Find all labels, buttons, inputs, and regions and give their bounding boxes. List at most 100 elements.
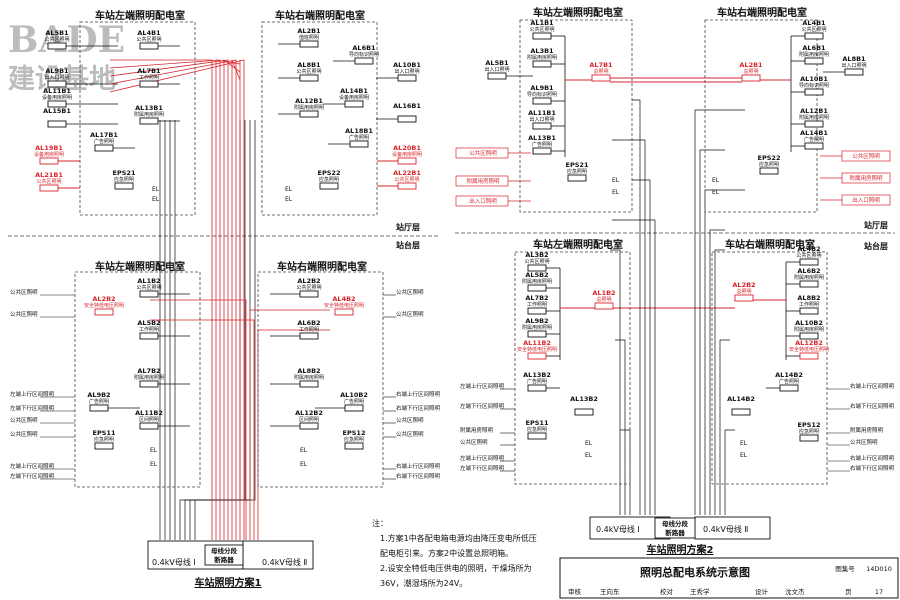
riser [615, 339, 626, 515]
panel-id: AL8B2 [797, 294, 820, 302]
panel-box [591, 74, 611, 82]
panel-id: AL10B2 [795, 319, 823, 327]
note-line: 配电柜引来。方案2中设置总照明箱。 [380, 548, 513, 558]
panel-box [139, 422, 159, 430]
text-layer: 车站左端照明配电室车站右端照明配电室车站左端照明配电室车站右端照明配电室站厅层站… [10, 6, 895, 596]
panel-function: 广告照明 [804, 136, 824, 143]
title-row-field: 王秀学 [690, 587, 710, 596]
panel-function: 公共区照明 [44, 36, 69, 43]
panel-box [804, 142, 824, 150]
side-load-label: 出入口照明 [469, 197, 497, 205]
side-load-label: 左端下行区间照明 [460, 464, 505, 472]
panel-box [527, 384, 547, 392]
side-load-label: 右端下行区间照明 [850, 464, 895, 472]
side-load-label: 公共区照明 [10, 288, 38, 296]
panel-function: 应急照明 [94, 436, 114, 443]
room-left-platform [74, 271, 201, 488]
title-row-field: 沈文杰 [785, 587, 805, 596]
panel-box [299, 74, 319, 82]
panel-id: AL9B1 [45, 67, 69, 75]
panel-function: 公共区照明 [136, 36, 161, 43]
panel-box [94, 308, 114, 316]
room-left-hall [79, 21, 196, 216]
riser [612, 219, 656, 515]
side-load-label: 左端上行区间照明 [460, 454, 505, 462]
side-load-label: 右端下行区间照明 [396, 472, 441, 480]
el-label: EL [285, 196, 293, 203]
room-right-platform [257, 271, 384, 488]
side-load-label: 左端上行区间照明 [10, 462, 55, 470]
panel-box [574, 408, 594, 416]
panel-box [527, 330, 547, 338]
panel-box [532, 32, 552, 40]
panel-box [532, 60, 552, 68]
panel-function: 工作照明 [139, 74, 159, 81]
panel-id: EPS22 [318, 169, 341, 177]
panel-id: AL1B2 [137, 277, 160, 285]
panel-id: AL12B2 [295, 409, 323, 417]
panel-id: AL14B1 [340, 87, 368, 95]
red-load-box [455, 175, 509, 187]
panel-function: 出入口照明 [44, 74, 69, 81]
panel-id: AL9B1 [530, 84, 554, 92]
panel-box [299, 110, 319, 118]
notes-heading: 注： [372, 518, 388, 528]
panel-box [344, 100, 364, 108]
side-load-label: 公共区照明 [396, 288, 424, 296]
bus2-label: 0.4kV母线 Ⅱ [262, 557, 307, 567]
room-title-left-hall-2: 车站左端照明配电室 [533, 6, 623, 19]
side-load-label: 右端上行区间照明 [850, 454, 895, 462]
panel-function: 附属用房照明 [134, 111, 164, 118]
panel-box [139, 80, 159, 88]
side-load-label: 公共区照明 [396, 416, 424, 424]
panel-id: AL1B1 [530, 19, 554, 27]
panel-function: 广告照明 [779, 378, 799, 385]
panel-box [527, 432, 547, 440]
side-load-label: 右端上行区间照明 [396, 390, 441, 398]
riser [612, 139, 646, 515]
panel-box [299, 40, 319, 48]
panel-function: 附属用房照明 [294, 104, 324, 111]
panel-id: AL2B2 [732, 281, 755, 289]
panel-box [594, 302, 614, 310]
panel-id: AL8B2 [297, 367, 320, 375]
side-load-label: 左端下行区间照明 [460, 402, 505, 410]
panel-id: AL9B2 [87, 391, 110, 399]
bus-coupler [204, 544, 244, 566]
panel-box [527, 352, 547, 360]
panel-box [527, 307, 547, 315]
panel-box [354, 57, 374, 65]
side-load-label: 右端上行区间照明 [396, 462, 441, 470]
drawing-title: 照明总配电系统示意图 [640, 565, 750, 579]
side-load-label: 左端下行区间照明 [10, 404, 55, 412]
el-label: EL [712, 177, 720, 184]
scheme1-title: 车站照明方案1 [195, 576, 262, 589]
panel-id: AL17B1 [90, 131, 118, 139]
panel-id: AL14B2 [775, 371, 803, 379]
panel-id: AL21B1 [35, 171, 63, 179]
panel-id: AL13B2 [570, 395, 598, 403]
room-right-hall [261, 21, 378, 216]
riser [694, 109, 745, 515]
panel-box [397, 74, 417, 82]
panel-function: 区间照明 [299, 416, 319, 423]
panel-box [299, 290, 319, 298]
